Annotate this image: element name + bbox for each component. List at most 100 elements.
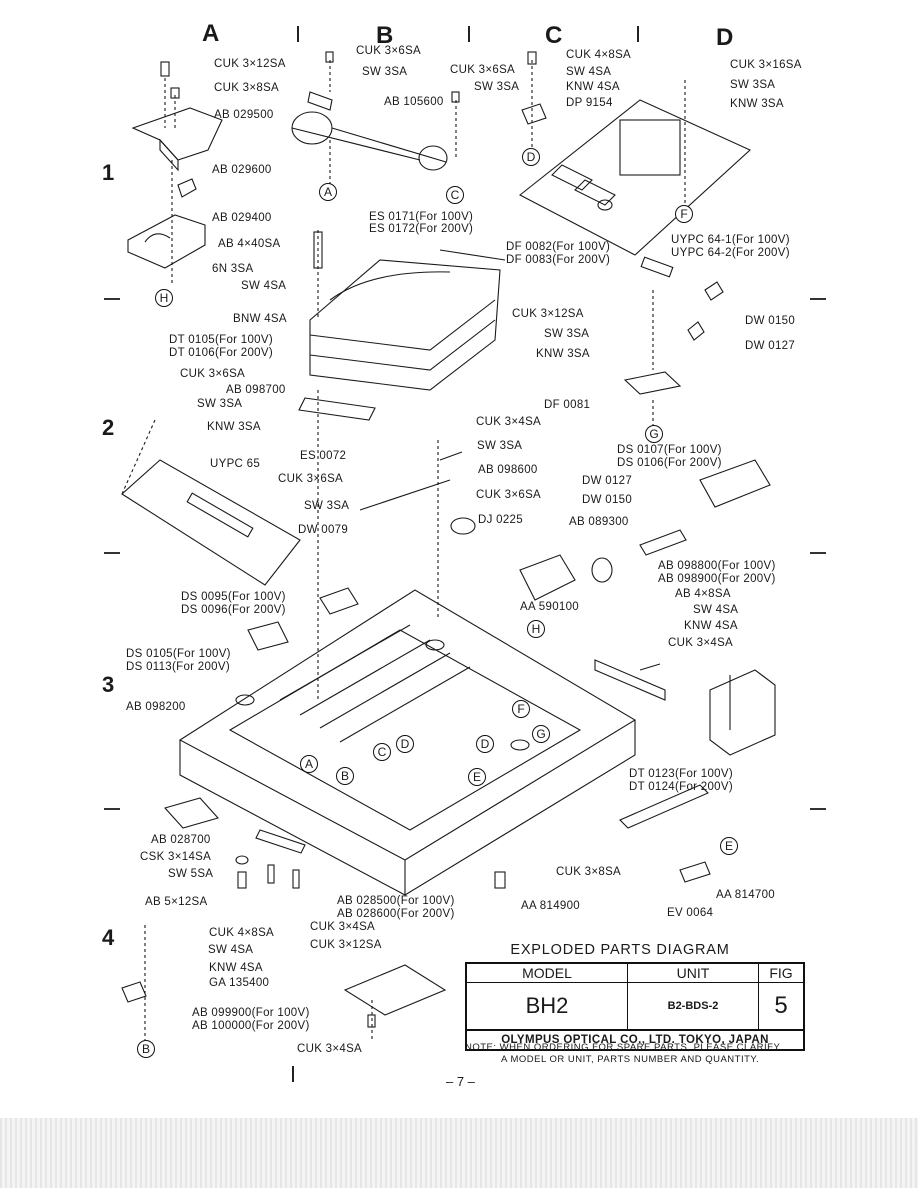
part-label: AB 098800(For 100V) <box>658 560 776 572</box>
part-label: DS 0096(For 200V) <box>181 604 286 616</box>
part-label: DW 0127 <box>582 475 633 487</box>
callout-circle: D <box>476 735 494 753</box>
part-label: AB 028500(For 100V) <box>337 895 455 907</box>
part-label: DF 0081 <box>544 399 591 411</box>
row-label: 2 <box>102 415 115 440</box>
title-block: EXPLODED PARTS DIAGRAM MODEL UNIT FIG BH… <box>465 942 805 1051</box>
transformer-drawing <box>298 230 506 700</box>
part-label: KNW 4SA <box>684 620 738 632</box>
part-label: CUK 3×6SA <box>450 64 516 76</box>
part-label: CUK 3×12SA <box>214 58 286 70</box>
part-label: CUK 3×4SA <box>310 921 376 933</box>
part-label: CUK 4×8SA <box>566 49 632 61</box>
title-table-values: BH2 B2-BDS-2 5 <box>467 983 803 1029</box>
socket-drawing <box>359 440 771 620</box>
fuse-holder-drawing <box>623 256 724 425</box>
part-label: ES 0171(For 100V) <box>369 211 474 223</box>
callout-circle: F <box>675 205 693 223</box>
bottom-parts-drawing <box>121 797 506 1040</box>
callout-circle: H <box>527 620 545 638</box>
row-divider <box>104 298 120 300</box>
part-label: CUK 3×12SA <box>512 308 584 320</box>
column-divider <box>637 26 639 42</box>
title-table-header: MODEL UNIT FIG <box>467 964 803 983</box>
part-label: AB 029600 <box>212 164 272 176</box>
callout-circle: B <box>336 767 354 785</box>
callout-circle: G <box>532 725 550 743</box>
part-label: DW 0079 <box>298 524 349 536</box>
diagram-title: EXPLODED PARTS DIAGRAM <box>510 942 730 958</box>
part-label: KNW 3SA <box>536 348 590 360</box>
part-label: AA 590100 <box>520 601 579 613</box>
part-label: DS 0105(For 100V) <box>126 648 231 660</box>
callout-circle: H <box>155 289 173 307</box>
part-label: DJ 0225 <box>478 514 523 526</box>
unit-value: B2-BDS-2 <box>628 983 759 1029</box>
callout-circle: F <box>512 700 530 718</box>
callout-circle: C <box>446 186 464 204</box>
column-label: C <box>545 22 563 49</box>
note-line: A MODEL OR UNIT, PARTS NUMBER AND QUANTI… <box>501 1054 760 1065</box>
part-label: DF 0083(For 200V) <box>506 254 611 266</box>
callout-circle: B <box>137 1040 155 1058</box>
part-label: AB 028700 <box>151 834 211 846</box>
part-label: ES 0172(For 200V) <box>369 223 474 235</box>
part-label: AB 029500 <box>214 109 274 121</box>
part-label: AB 098600 <box>478 464 538 476</box>
manufacturer: OLYMPUS OPTICAL CO., LTD. TOKYO, JAPAN <box>467 1029 803 1049</box>
part-label: EV 0064 <box>667 907 714 919</box>
part-label: GA 135400 <box>209 977 270 989</box>
callout-circle: D <box>522 148 540 166</box>
part-label: SW 3SA <box>730 79 776 91</box>
fig-value: 5 <box>774 992 788 1019</box>
callout-circle: E <box>468 768 486 786</box>
base-housing-drawing <box>178 587 776 896</box>
row-label: 4 <box>102 925 115 950</box>
row-divider <box>810 552 826 554</box>
part-label: CUK 3×4SA <box>668 637 734 649</box>
scan-edge <box>0 1118 918 1188</box>
part-label: DF 0082(For 100V) <box>506 241 611 253</box>
part-label: DW 0150 <box>745 315 796 327</box>
part-label: DT 0123(For 100V) <box>629 768 733 780</box>
model-value: BH2 <box>467 983 628 1029</box>
column-divider <box>292 1066 294 1082</box>
part-label: DS 0107(For 100V) <box>617 444 722 456</box>
part-label: SW 4SA <box>208 944 254 956</box>
part-label: CUK 3×16SA <box>730 59 802 71</box>
part-label: DS 0113(For 200V) <box>126 661 230 673</box>
part-label: AB 098700 <box>226 384 286 396</box>
part-label: ES 0072 <box>300 450 347 462</box>
part-label: AB 028600(For 200V) <box>337 908 455 920</box>
part-label: DT 0105(For 100V) <box>169 334 273 346</box>
part-label: SW 5SA <box>168 868 214 880</box>
note-line: NOTE: WHEN ORDERING FOR SPARE PARTS, PLE… <box>465 1042 781 1053</box>
part-label: KNW 4SA <box>566 81 620 93</box>
heatsink-pcb-drawing <box>518 51 751 256</box>
part-label: AB 099900(For 100V) <box>192 1007 310 1019</box>
part-label: AB 029400 <box>212 212 272 224</box>
part-label: CUK 3×4SA <box>297 1043 363 1055</box>
part-label: SW 3SA <box>477 440 523 452</box>
part-label: SW 4SA <box>566 66 612 78</box>
row-divider <box>104 808 120 810</box>
column-divider <box>468 26 470 42</box>
callout-circle: A <box>300 755 318 773</box>
column-label: D <box>716 24 734 51</box>
part-label: AA 814700 <box>716 889 775 901</box>
part-label: CUK 3×12SA <box>310 939 382 951</box>
part-label: SW 3SA <box>304 500 350 512</box>
part-label: 6N 3SA <box>212 263 254 275</box>
column-label: A <box>202 20 220 47</box>
callout-circle: E <box>720 837 738 855</box>
part-label: AB 100000(For 200V) <box>192 1020 310 1032</box>
part-label: AB 098200 <box>126 701 186 713</box>
part-label: AB 098900(For 200V) <box>658 573 776 585</box>
part-label: DT 0106(For 200V) <box>169 347 273 359</box>
part-label: SW 3SA <box>474 81 520 93</box>
row-divider <box>810 808 826 810</box>
part-label: SW 4SA <box>693 604 739 616</box>
part-label: AB 5×12SA <box>145 896 208 908</box>
